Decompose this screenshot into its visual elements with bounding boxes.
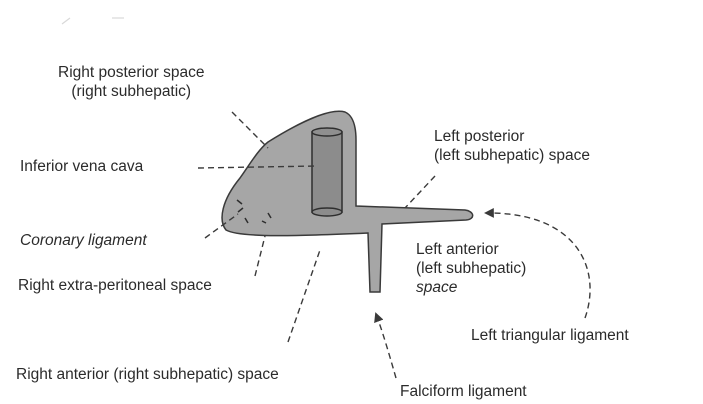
inferior-vena-cava-shape: [312, 128, 342, 216]
label-inferior-vena-cava: Inferior vena cava: [20, 157, 143, 176]
label-inferior-vena-cava-text: Inferior vena cava: [20, 157, 143, 176]
label-right-extraperitoneal-text: Right extra-peritoneal space: [18, 276, 212, 295]
label-right-anterior-text: Right anterior (right subhepatic) space: [16, 365, 279, 384]
leader-left-posterior: [405, 176, 435, 208]
label-falciform-ligament-text: Falciform ligament: [400, 382, 527, 401]
scan-marks: [62, 18, 124, 24]
label-left-posterior-space: Left posterior (left subhepatic) space: [434, 127, 590, 165]
label-left-triangular-ligament-text: Left triangular ligament: [471, 326, 629, 345]
label-left-anterior-space: Left anterior (left subhepatic) space: [416, 240, 526, 297]
label-falciform-ligament: Falciform ligament: [400, 382, 527, 401]
label-right-posterior-line2: (right subhepatic): [58, 82, 204, 101]
label-left-triangular-ligament: Left triangular ligament: [471, 326, 629, 345]
label-left-anterior-line1: Left anterior: [416, 240, 526, 259]
label-left-anterior-line3: space: [416, 278, 526, 297]
arrow-falciform-ligament: [376, 314, 396, 378]
label-left-posterior-line2: (left subhepatic) space: [434, 146, 590, 165]
label-left-posterior-line1: Left posterior: [434, 127, 590, 146]
label-coronary-ligament: Coronary ligament: [20, 231, 147, 250]
label-right-posterior-space: Right posterior space (right subhepatic): [58, 63, 204, 101]
leader-right-anterior: [288, 250, 320, 342]
label-coronary-ligament-text: Coronary ligament: [20, 231, 147, 250]
label-left-anterior-line2: (left subhepatic): [416, 259, 526, 278]
leader-right-extraperitoneal: [255, 236, 265, 276]
label-right-extraperitoneal-space: Right extra-peritoneal space: [18, 276, 212, 295]
leader-right-posterior: [232, 112, 268, 148]
label-right-posterior-line1: Right posterior space: [58, 63, 204, 82]
label-right-anterior-space: Right anterior (right subhepatic) space: [16, 365, 279, 384]
